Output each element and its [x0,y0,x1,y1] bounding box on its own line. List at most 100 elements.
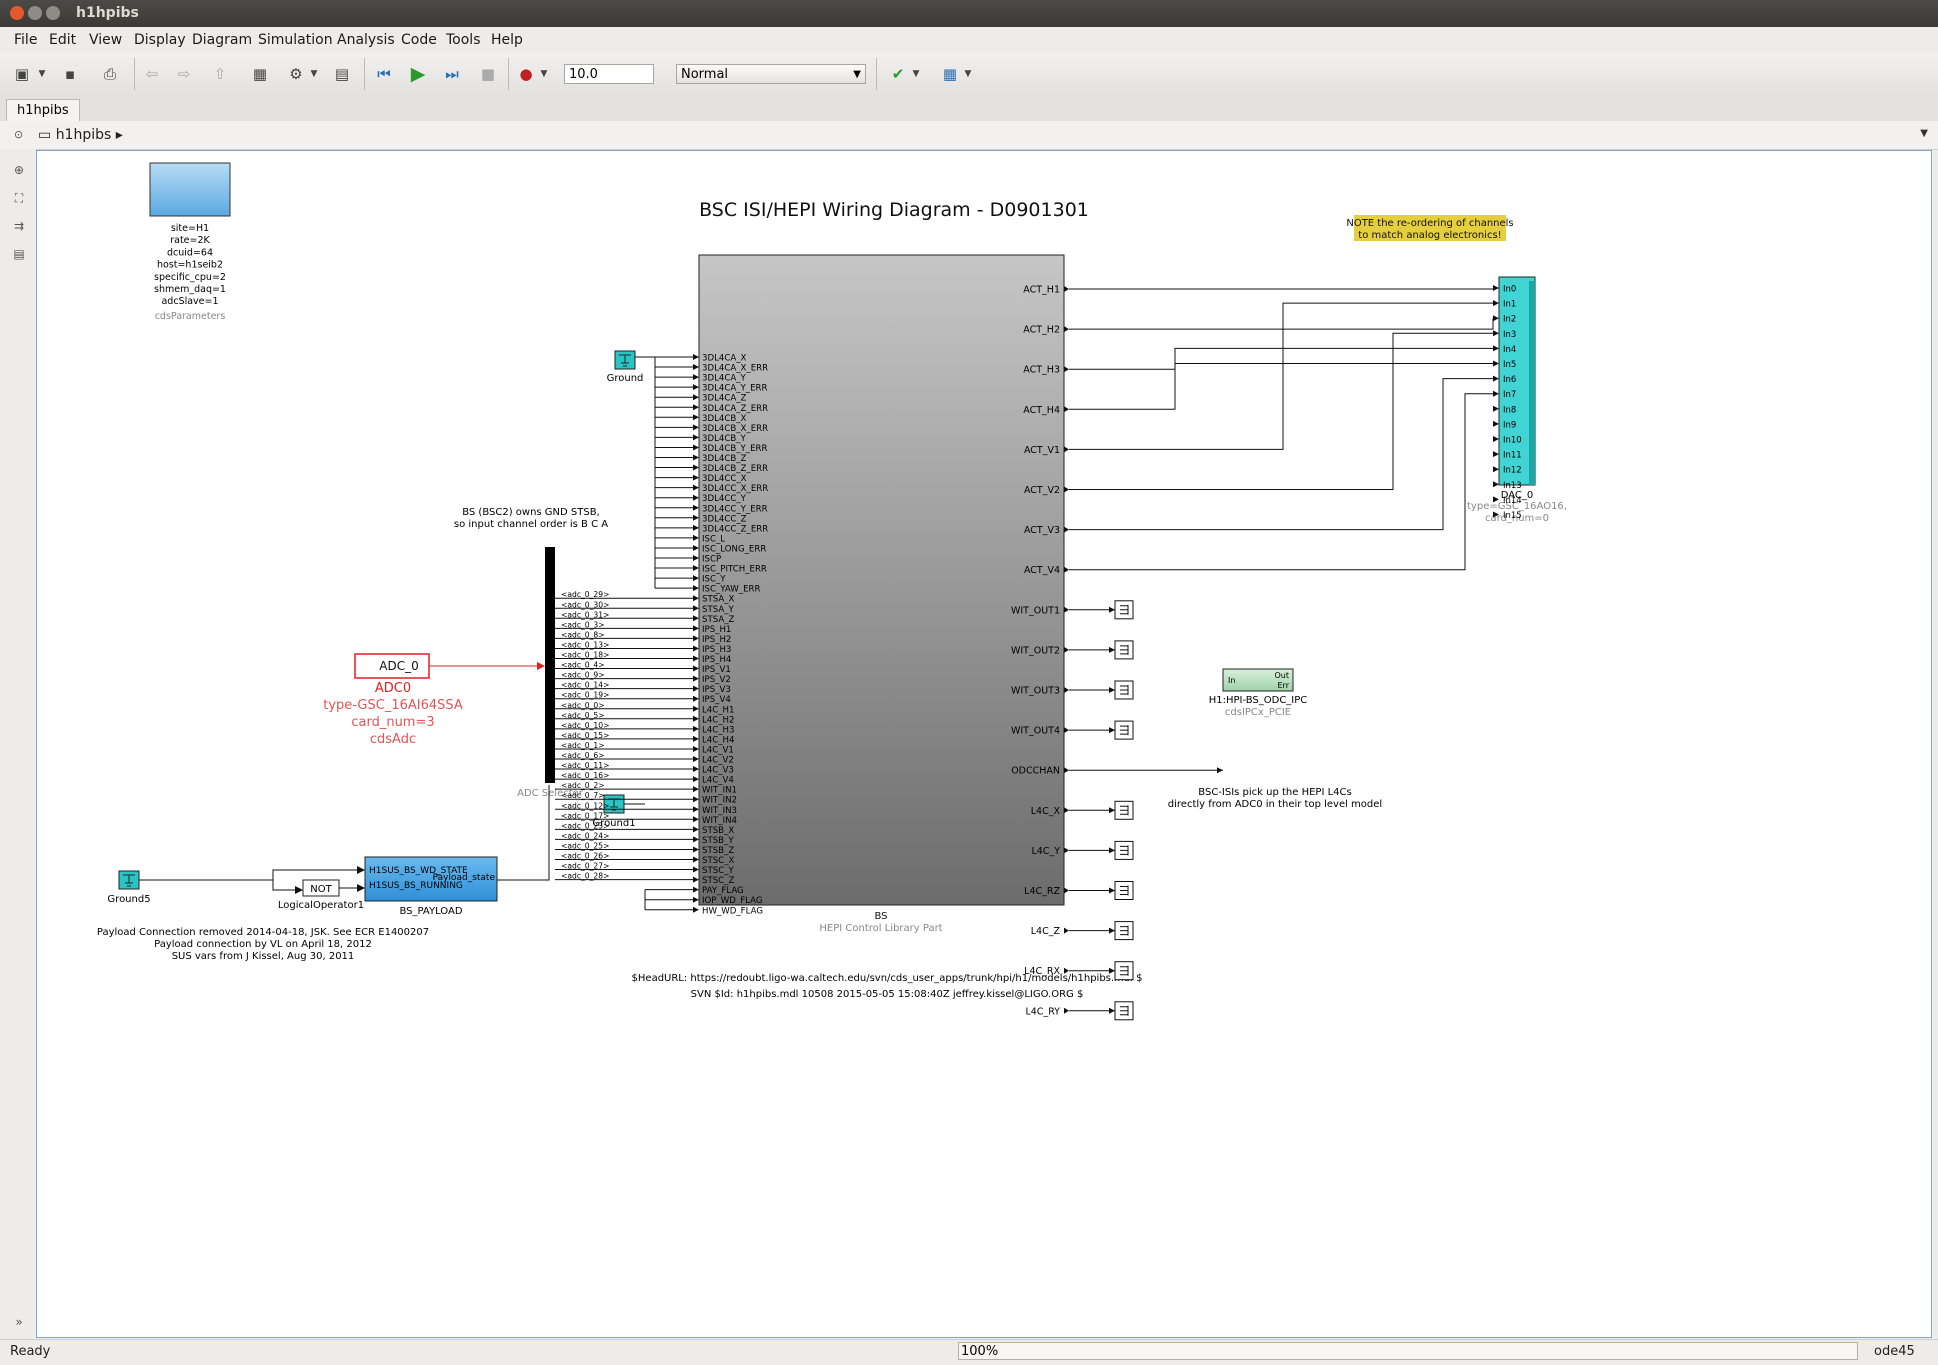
new-dropdown-icon[interactable]: ▼ [38,69,46,79]
fit-view-icon[interactable]: ⛶ [14,191,24,205]
dac-wire [1069,332,1493,490]
stop-icon[interactable]: ■ [480,65,496,83]
print-icon[interactable]: ⎙ [103,65,116,83]
menu-view[interactable]: View [89,32,123,48]
bs-input-label: ISC_PITCH_ERR [702,565,767,575]
output-arrow [1064,967,1069,974]
arrows-icon[interactable]: ⇉ [13,219,25,233]
bs-input-label: IPS_H2 [702,635,731,645]
menu-diagram[interactable]: Diagram [192,32,253,48]
run-icon[interactable]: ▶ [410,63,426,85]
bs-block-name: BS [874,911,887,922]
input-arrow [693,524,699,531]
model-explorer-icon[interactable]: ▤ [334,65,350,83]
diagram-svg: site=H1rate=2Kdcuid=64host=h1seib2specif… [97,162,1567,1021]
ipc-block[interactable] [1222,668,1294,692]
input-arrow [693,655,699,662]
forward-icon[interactable]: ⇨ [177,65,191,83]
bs-output-label: ACT_H4 [1023,405,1060,416]
tab-model[interactable]: h1hpibs [6,99,80,121]
bs-block[interactable] [698,254,1065,906]
maximize-window-button[interactable] [46,6,60,20]
payload-block[interactable] [364,856,498,902]
input-arrow [693,695,699,702]
adc-signal-label: <adc_0_19> [561,691,609,700]
address-dropdown-icon[interactable]: ▼ [1920,128,1928,139]
zoom-icon[interactable]: ⊕ [13,163,25,177]
stop-time-input[interactable]: 10.0 [564,64,654,84]
up-icon[interactable]: ⇧ [213,65,227,83]
terminator-arrow [1109,1007,1115,1014]
status-bar: Ready 100% ode45 [0,1339,1938,1365]
ground5-block[interactable] [118,870,140,890]
bs-input-label: WIT_IN4 [702,816,737,826]
adc-selector-block[interactable] [545,547,555,783]
library-browser-icon[interactable]: ▦ [252,65,268,83]
check-dropdown-icon[interactable]: ▼ [912,69,920,79]
input-arrow [693,585,699,592]
payload-name: BS_PAYLOAD [399,906,462,917]
annotation-icon[interactable]: ▤ [13,247,25,261]
ground-block[interactable] [614,350,636,370]
menu-code[interactable]: Code [401,32,437,48]
input-arrow [693,354,699,360]
params-text: site=H1rate=2Kdcuid=64host=h1seib2specif… [154,223,226,322]
ipc-name: H1:HPI-BS_ODC_IPC [1209,695,1308,706]
bs-input-label: ISC_L [702,534,725,544]
input-arrow [693,484,699,491]
bs-output-label: WIT_OUT3 [1011,686,1060,697]
menu-file[interactable]: File [14,32,38,48]
model-icon: ▭ [38,127,52,143]
adc0-card: card_num=3 [351,715,434,730]
dac-input-label: In1 [1503,300,1516,310]
check-icon[interactable]: ✔ [891,65,905,83]
menu-analysis[interactable]: Analysis [337,32,395,48]
bs-output-label: L4C_RY [1025,1006,1060,1017]
grid-icon[interactable]: ▦ [942,65,958,83]
simulation-mode-select[interactable]: Normal▼ [676,64,866,84]
adc-signal-label: <adc_0_1> [561,741,605,750]
menu-display[interactable]: Display [134,32,186,48]
gear-icon[interactable]: ⚙ [289,65,303,83]
back-icon[interactable]: ⇦ [145,65,159,83]
bs-input-label: WIT_IN3 [702,806,737,816]
menu-simulation[interactable]: Simulation [258,32,333,48]
input-arrow [693,384,699,391]
input-arrow [693,796,699,803]
bs-output-label: WIT_OUT1 [1011,605,1060,616]
l4c-note-1: BSC-ISIs pick up the HEPI L4Cs [1198,787,1351,798]
menu-edit[interactable]: Edit [49,32,77,48]
minimize-window-button[interactable] [28,6,42,20]
ipc-caption: cdsIPCx_PCIE [1225,707,1291,718]
new-model-icon[interactable]: ▣ [14,65,30,83]
cds-parameters-block[interactable] [149,162,231,217]
record-dropdown-icon[interactable]: ▼ [540,69,548,79]
dac-wire [1069,302,1493,450]
menu-help[interactable]: Help [491,32,523,48]
bs-input-label: STSB_X [702,826,734,836]
record-icon[interactable]: ● [519,65,533,83]
output-arrow [1064,807,1069,814]
dac-input-label: In14 [1503,496,1522,506]
dac-card: card_num=0 [1485,513,1549,524]
adc-signal-label: <adc_0_0> [561,701,605,710]
bs-output-label: ACT_V4 [1024,565,1060,576]
payload-note-3: SUS vars from J Kissel, Aug 30, 2011 [172,951,355,962]
input-arrow [693,454,699,461]
expand-icon[interactable]: » [15,1315,23,1329]
close-window-button[interactable] [10,6,24,20]
chevron-down-icon: ▼ [853,69,861,80]
settings-dropdown-icon[interactable]: ▼ [310,69,318,79]
save-icon[interactable]: ▪ [64,65,76,83]
input-arrow [693,544,699,551]
step-back-icon[interactable]: ⏮ [377,65,391,83]
bs-input-label: HW_WD_FLAG [702,906,763,916]
input-arrow [693,444,699,451]
history-icon[interactable]: ⊙ [14,128,24,141]
breadcrumb[interactable]: ▭ h1hpibs ▸ [38,127,123,143]
menu-tools[interactable]: Tools [446,32,481,48]
output-arrow [1064,847,1069,854]
step-forward-icon[interactable]: ⏭ [445,65,459,83]
grid-dropdown-icon[interactable]: ▼ [964,69,972,79]
